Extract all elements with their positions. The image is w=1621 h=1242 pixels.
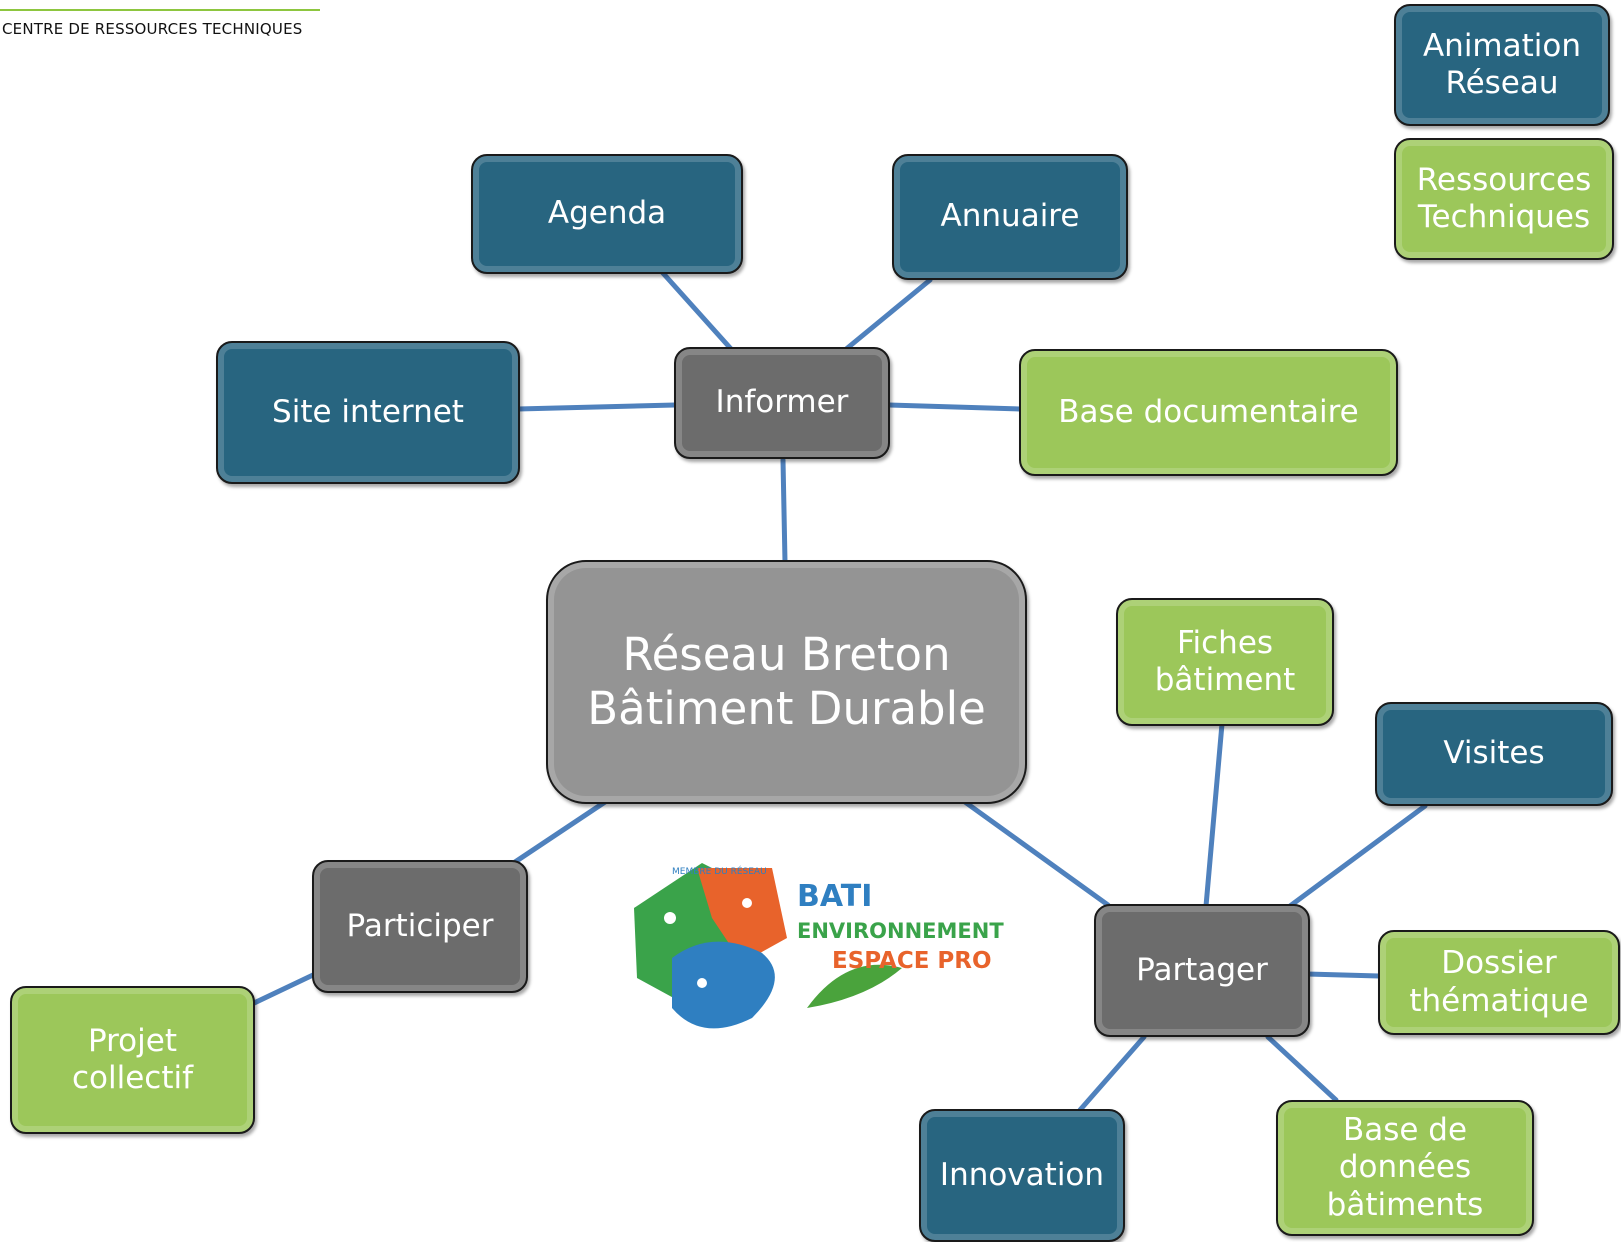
link-partager-basedonnees <box>1265 1034 1339 1103</box>
link-informer-basedoc <box>885 402 1023 412</box>
link-partager-visites <box>1287 803 1428 909</box>
logo-text-bati: BATI <box>797 879 872 914</box>
node-innovation: Innovation <box>919 1109 1125 1242</box>
node-projet-collectif: Projet collectif <box>10 986 255 1134</box>
node-dossier-thematique: Dossier thématique <box>1378 930 1620 1035</box>
link-participer-projet <box>249 972 316 1007</box>
bati-environnement-logo: BATI ENVIRONNEMENT ESPACE PRO MEMBRE DU … <box>632 858 1012 1038</box>
node-participer: Participer <box>312 860 528 993</box>
legend-animation-reseau: Animation Réseau <box>1394 4 1610 126</box>
header-rule <box>0 9 320 11</box>
node-center-reseau-breton: Réseau Breton Bâtiment Durable <box>546 560 1027 804</box>
logo-text-ring: MEMBRE DU RÉSEAU <box>672 865 767 877</box>
link-informer-agenda <box>659 269 735 353</box>
node-agenda: Agenda <box>471 154 743 274</box>
node-annuaire: Annuaire <box>892 154 1128 280</box>
link-partager-fiches <box>1203 721 1225 909</box>
legend-ressources-techniques: Ressources Techniques <box>1394 138 1614 260</box>
node-base-documentaire: Base documentaire <box>1019 349 1398 476</box>
link-partager-dossier <box>1304 971 1382 979</box>
link-informer-center <box>780 457 788 565</box>
link-informer-annuaire <box>842 277 933 353</box>
node-site-internet: Site internet <box>216 341 520 484</box>
node-base-donnees-batiments: Base de données bâtiments <box>1276 1100 1534 1236</box>
link-partager-innovation <box>1077 1034 1147 1113</box>
header-title: CENTRE DE RESSOURCES TECHNIQUES <box>2 20 303 38</box>
link-center-participer <box>512 799 608 865</box>
logo-text-espace-pro: ESPACE PRO <box>832 948 992 974</box>
logo-text-environnement: ENVIRONNEMENT <box>797 919 1004 943</box>
node-fiches-batiment: Fiches bâtiment <box>1116 598 1334 726</box>
node-informer: Informer <box>674 347 890 459</box>
link-center-partager <box>962 799 1111 908</box>
node-partager: Partager <box>1094 904 1310 1037</box>
link-informer-site <box>515 402 678 412</box>
node-visites: Visites <box>1375 702 1613 806</box>
